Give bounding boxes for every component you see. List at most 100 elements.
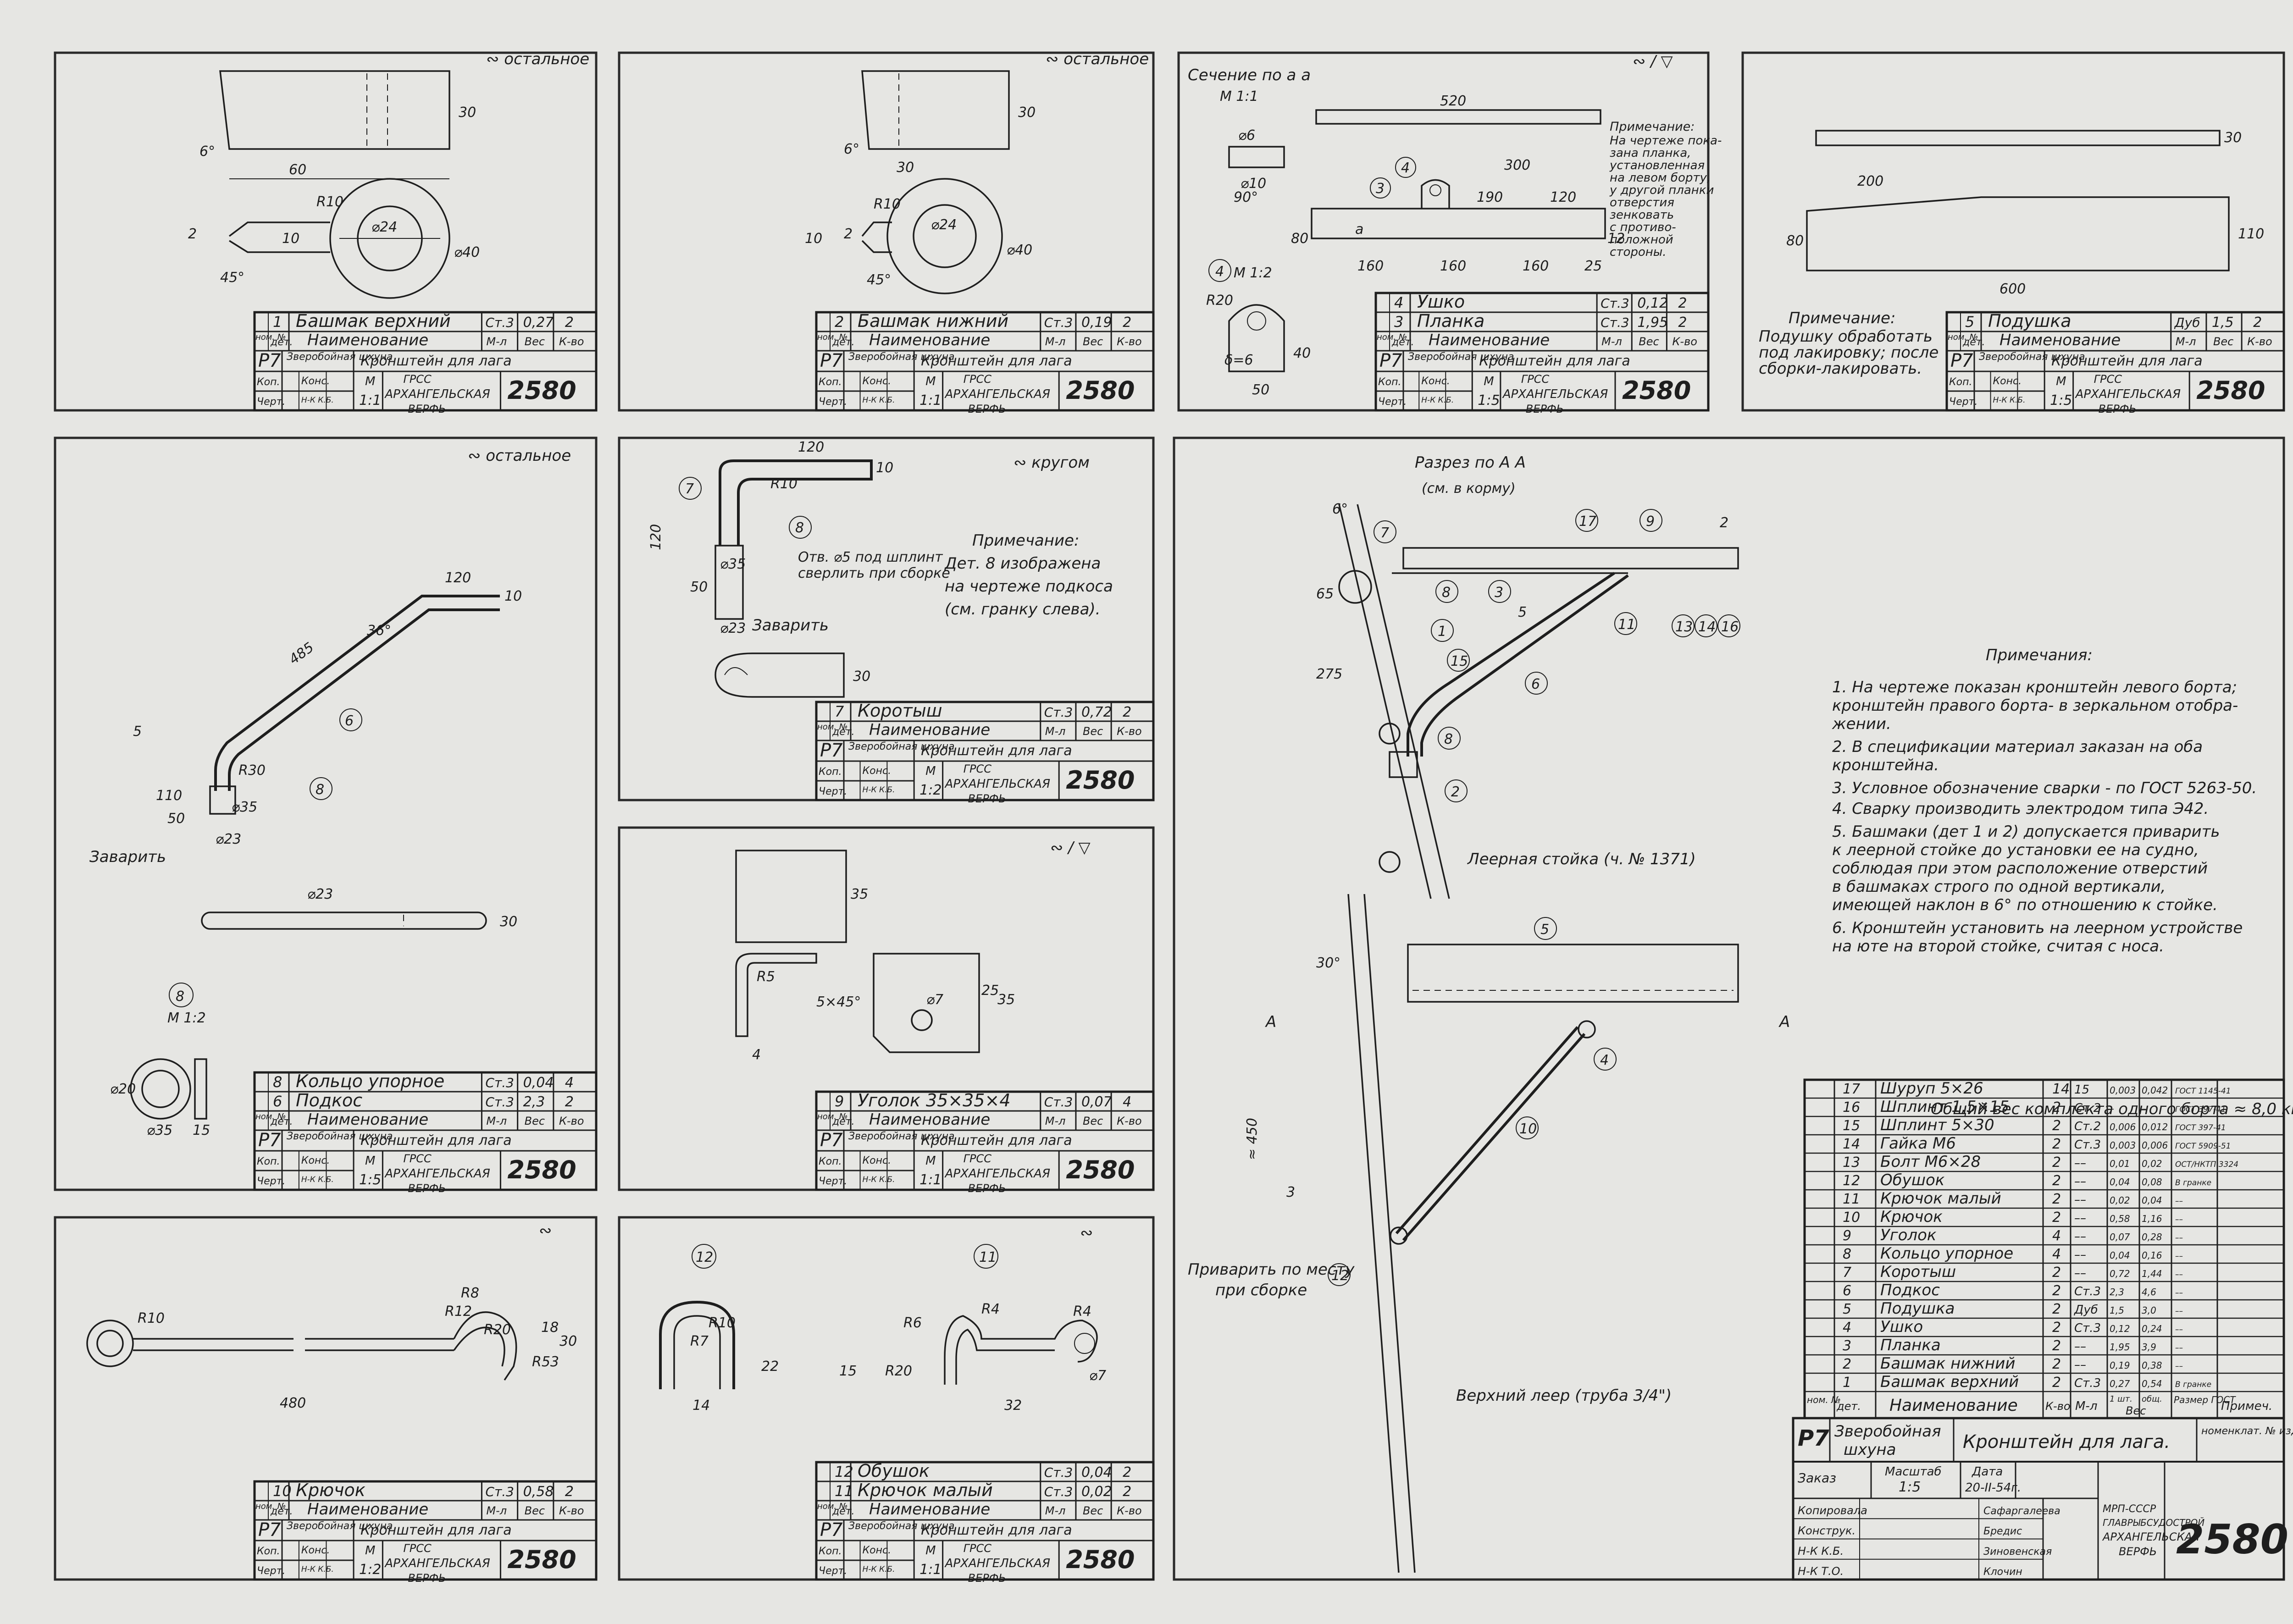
svg-text:имеющей наклон в 6° по отношен: имеющей наклон в 6° по отношению к стойк…: [1832, 896, 2218, 914]
svg-text:80: 80: [1786, 233, 1804, 249]
item-name: Уголок 35×35×4: [858, 1090, 1011, 1110]
spec-weight-unit: 2,3: [2110, 1287, 2124, 1298]
svg-text:25: 25: [1584, 258, 1602, 274]
hdr-det: дет.: [832, 1506, 855, 1517]
spec-weight-total: 0,042: [2142, 1085, 2168, 1096]
svg-text:30°: 30°: [1316, 955, 1340, 971]
svg-text:R20: R20: [885, 1363, 912, 1379]
spec-no: 17: [1843, 1081, 1860, 1097]
label-kop: Коп.: [1378, 376, 1401, 388]
main-sheet-number: 2580: [2176, 1516, 2288, 1563]
spec-weight-total: 0,54: [2142, 1378, 2162, 1389]
item-qty: 2: [1123, 315, 1131, 331]
spec-no: 13: [1843, 1154, 1860, 1171]
spec-no: 7: [1843, 1265, 1851, 1281]
yard-2: АРХАНГЕЛЬСКАЯ: [944, 777, 1050, 791]
item-weight: 0,72: [1081, 704, 1112, 720]
svg-text:15: 15: [839, 1363, 857, 1379]
spec-name: Гайка М6: [1880, 1134, 1956, 1153]
svg-text:R4: R4: [1073, 1304, 1091, 1320]
hdr-nom: ном. №: [1948, 332, 1978, 342]
item-weight: 0,19: [1081, 315, 1112, 331]
svg-text:А: А: [1778, 1013, 1790, 1031]
yard-1: ГРСС: [964, 762, 992, 775]
spec-weight-total: 1,16: [2142, 1213, 2162, 1224]
hdr-nom: ном. №: [255, 1502, 286, 1511]
spec-std: ГОСТ 1145-41: [2175, 1087, 2231, 1096]
main-nomen: номенклат. № изделия: [2201, 1425, 2293, 1437]
spec-no: 15: [1843, 1118, 1860, 1134]
spec-weight-total: 3,9: [2142, 1342, 2156, 1353]
yard-3: ВЕРФЬ: [968, 1572, 1006, 1585]
hdr-weight: Вес: [1083, 335, 1103, 348]
title-assembly: Кронштейн для лага: [360, 1132, 512, 1149]
spec-material: ––: [2074, 1175, 2086, 1188]
svg-text:6°: 6°: [844, 141, 859, 157]
spec-qty: 2: [2052, 1118, 2061, 1134]
spec-name: Коротыш: [1880, 1263, 1956, 1281]
svg-text:⌀40: ⌀40: [1007, 242, 1032, 258]
spec-no: 11: [1843, 1191, 1860, 1207]
svg-text:30: 30: [897, 160, 914, 176]
title-assembly: Кронштейн для лага: [921, 353, 1072, 369]
item-material: Ст.3: [1044, 705, 1073, 720]
spec-hdr-std: Размер ГОСТ: [2174, 1394, 2236, 1405]
spec-material: Дуб: [2074, 1303, 2098, 1317]
general-notes: Примечания: 1. На чертеже показан кроншт…: [1832, 646, 2257, 956]
item-weight: 0,58: [523, 1484, 554, 1500]
svg-text:2: 2: [1451, 784, 1460, 800]
label-kop: Коп.: [257, 1156, 280, 1167]
label-nk: Н-К К.Б.: [1421, 396, 1454, 405]
label-kons: Конс.: [1421, 376, 1450, 387]
title-code: Р7: [258, 1130, 281, 1151]
svg-text:Примечания:: Примечания:: [1986, 646, 2093, 664]
item-weight: 0,27: [523, 315, 554, 331]
sheet-number: 2580: [507, 1155, 576, 1184]
spec-qty: 2: [2052, 1099, 2061, 1116]
item-weight: 0,07: [1081, 1094, 1112, 1110]
svg-text:жении.: жении.: [1832, 715, 1891, 733]
yard-1: ГРСС: [403, 1152, 432, 1165]
label-m: М: [925, 1154, 936, 1168]
svg-text:5: 5: [133, 724, 142, 740]
hdr-nom: ном. №: [255, 332, 286, 342]
yard-3: ВЕРФЬ: [968, 1182, 1006, 1195]
hdr-name: Наименование: [869, 331, 990, 349]
yard-2: АРХАНГЕЛЬСКАЯ: [944, 387, 1050, 401]
spec-std: ГОСТ 397-41: [2175, 1105, 2226, 1114]
tb-date: 20-II-54г.: [1965, 1481, 2021, 1495]
title-code: Р7: [820, 1130, 843, 1151]
svg-text:δ=6: δ=6: [1224, 352, 1253, 368]
yard-1: ГРСС: [403, 1542, 432, 1555]
spec-std: ГОСТ 397-41: [2175, 1123, 2226, 1132]
svg-text:17: 17: [1579, 514, 1596, 530]
label-nk: Н-К К.Б.: [301, 1175, 334, 1184]
svg-text:R7: R7: [690, 1333, 709, 1349]
svg-text:50: 50: [167, 811, 185, 827]
svg-text:32: 32: [1004, 1398, 1022, 1414]
svg-text:соблюдая при этом расположение: соблюдая при этом расположение отверстий: [1832, 859, 2208, 878]
label-m: М: [365, 375, 375, 388]
svg-text:10: 10: [282, 231, 299, 247]
item-weight: 0,02: [1081, 1484, 1112, 1500]
spec-hdr-det: дет.: [1836, 1400, 1861, 1413]
yard-3: ВЕРФЬ: [408, 403, 446, 415]
spec-std: ГОСТ 5909-51: [2175, 1142, 2231, 1151]
spec-name: Обушок: [1880, 1171, 1945, 1189]
spec-no: 4: [1843, 1320, 1851, 1336]
title-scale: 1:1: [359, 392, 381, 409]
spec-material: Ст.2: [2074, 1120, 2101, 1133]
spec-name: Болт М6×28: [1880, 1153, 1981, 1171]
hdr-mat: М-л: [1045, 335, 1066, 348]
svg-text:R30: R30: [238, 762, 266, 779]
svg-text:сверлить при сборке: сверлить при сборке: [798, 565, 950, 581]
spec-no: 10: [1843, 1210, 1860, 1226]
label-kons: Конс.: [863, 1545, 892, 1556]
item-qty: 2: [1123, 1484, 1131, 1500]
svg-text:200: 200: [1857, 173, 1883, 189]
yard-2: АРХАНГЕЛЬСКАЯ: [384, 1557, 490, 1570]
svg-text:8: 8: [1442, 585, 1451, 601]
spec-std: ––: [2175, 1233, 2183, 1243]
item-qty: 2: [565, 1094, 574, 1110]
yard-1: ГРСС: [1521, 373, 1550, 386]
